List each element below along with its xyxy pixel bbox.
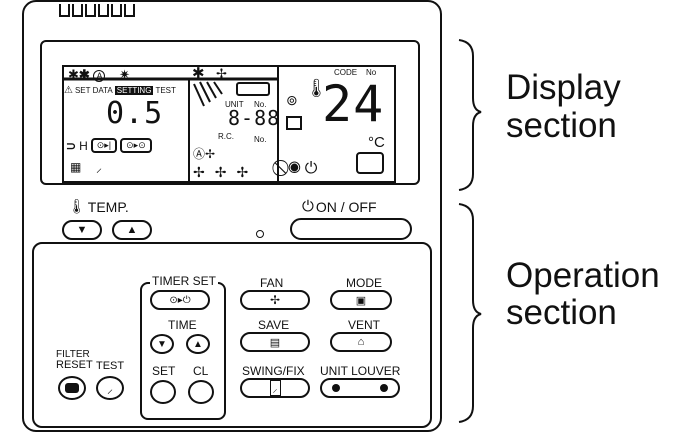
display-section-label-line1: Display [506,68,621,107]
time-down-button[interactable]: ▼ [150,334,174,354]
temp-down-button[interactable]: ▼ [62,220,102,240]
vent-label: VENT [348,318,381,332]
standby-icon [356,152,384,174]
temp-thermometer-icon: 🌡 [68,198,86,214]
wrench-icon: ⸝ [96,161,103,175]
swing-fix-button[interactable]: ⸝ [240,378,310,398]
unit-louver-button[interactable] [320,378,400,398]
test-button[interactable]: ⸝ [96,376,124,400]
grid-icon: ▦ [70,160,82,174]
unit-louver-label: UNIT LOUVER [320,364,401,378]
up-arrow-icon: ▲ [193,338,203,350]
temperature-readout: 24 [322,75,385,133]
lcd-dividers [62,65,279,183]
onoff-button[interactable] [290,218,412,240]
save-button[interactable]: ▤ [240,332,310,352]
rc-label: R.C. [218,132,234,141]
filter-sign-icon [236,82,270,96]
wrench-icon: ⸝ [106,381,113,396]
filter-reset-icon [65,383,79,393]
timer-on-icon: ⊙▸⊙ [120,138,152,153]
cleaning-icon: ⊚ [286,92,298,108]
fan-mode-icon: ✢ [216,66,227,81]
left-dot-icon [332,384,340,392]
down-arrow-icon: ▼ [157,338,167,350]
cl-label: CL [193,364,209,378]
filter-label: FILTER [56,349,90,360]
operation-section-label-line2: section [506,293,617,332]
unit-no-label: No. [254,100,267,109]
window-icon [286,116,302,130]
auto-fan-icon: Ⓐ✢ [193,147,216,161]
fan-speed-icons: ✢✢✢ [193,164,259,180]
save-label: SAVE [258,318,290,332]
thermometer-icon: 🌡 [305,78,328,98]
operation-panel [32,242,432,428]
filter-reset-button[interactable] [58,376,86,400]
swing-icon: ⸝ [269,380,281,396]
save-icon: ▤ [269,336,281,349]
code-label: CODE [334,68,358,77]
h-label: H [79,138,88,153]
right-dot-icon [380,384,388,392]
mode-icon: ▣ [355,294,367,307]
time-label: TIME [168,318,197,332]
fan-icon: ✢ [269,293,281,307]
sensor-dot [256,230,264,238]
up-arrow-icon: ▲ [126,224,138,236]
mode-icons-row: ✱✱ A ✷ [68,67,130,83]
auto-mode-icon: A [93,70,106,82]
display-section-label-line2: section [506,106,617,145]
set-value-readout: 0.5 [106,96,164,131]
fan-button[interactable]: ✢ [240,290,310,310]
onoff-label: ON / OFF [315,198,377,215]
vent-icon: ⌂ [357,336,365,348]
louver-swing-icon [193,81,223,107]
mode-label: MODE [346,276,382,290]
set-label: SET [152,364,176,378]
cool-icon: ✱ [68,67,79,82]
temp-up-button[interactable]: ▲ [112,220,152,240]
heat-icon: ✷ [119,67,130,82]
timer-set-button[interactable]: ⊙▸⏻ [150,290,210,310]
cool-bold-icon: ✱ [78,67,90,82]
mode-button[interactable]: ▣ [330,290,392,310]
rc-no-label: No. [254,135,267,144]
dry-icon: ✱ [192,65,205,82]
warning-icon: ⚠ [64,85,73,96]
power-icon: ⏻ [302,198,314,215]
loop-icon: ⊃ [66,138,77,153]
test-indicator: TEST [155,86,176,95]
timer-off-icon: ⊙▸| [90,138,118,153]
timer-clock-icon: ⊙▸⏻ [169,294,191,306]
set-button[interactable] [150,380,176,404]
setting-badge: SETTING [114,86,154,95]
timer-set-label: TIMER SET [150,274,219,288]
temp-unit: °C [368,134,385,151]
remote-controller-body [22,0,442,432]
lcd-screen [62,65,396,183]
unit-label: UNIT [225,100,244,109]
status-icons-row: ⃠◉⏻ [284,160,322,177]
cl-button[interactable] [188,380,214,404]
lcd-frame [40,40,420,185]
no-label: No [366,68,377,77]
section-braces [458,39,482,423]
swing-fix-label: SWING/FIX [242,364,305,378]
set-data-label: SET DATA [74,86,113,95]
reset-label: RESET [56,359,93,371]
down-arrow-icon: ▼ [76,224,88,236]
operation-section-label-line1: Operation [506,256,660,295]
temp-label: TEMP. [87,198,129,215]
vent-button[interactable]: ⌂ [330,332,392,352]
test-label: TEST [96,360,125,372]
top-ridges-icon [59,4,135,17]
unit-number-readout: 8-88 [228,106,281,130]
time-up-button[interactable]: ▲ [186,334,210,354]
fan-label: FAN [260,276,284,290]
